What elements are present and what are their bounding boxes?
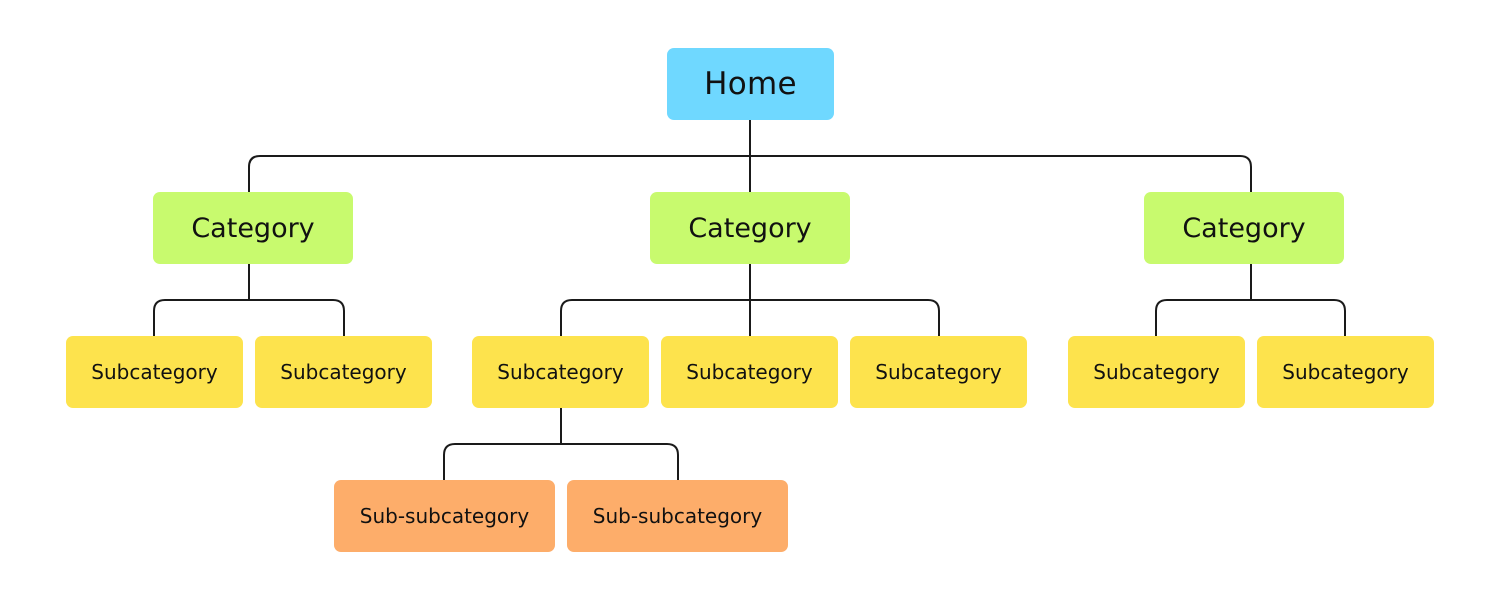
subcategory-node-3-1: Subcategory — [1068, 336, 1245, 408]
connector-category-3-right-branch — [1251, 299, 1346, 336]
connector-category-2-right-branch — [750, 299, 940, 336]
connector-category-1-left-branch — [153, 299, 249, 336]
connector-subcategory-left-branch — [443, 443, 561, 480]
subcategory-node-2-3: Subcategory — [850, 336, 1027, 408]
connector-home-right-branch — [750, 155, 1252, 192]
sub-subcategory-node-1: Sub-subcategory — [334, 480, 555, 552]
category-node-3: Category — [1144, 192, 1344, 264]
subcategory-node-1-1: Subcategory — [66, 336, 243, 408]
category-node-2: Category — [650, 192, 850, 264]
connector-home-left-branch — [248, 155, 750, 192]
connector-category-1-right-branch — [249, 299, 345, 336]
sub-subcategory-node-2: Sub-subcategory — [567, 480, 788, 552]
subcategory-node-2-2: Subcategory — [661, 336, 838, 408]
connector-category-2-left-branch — [560, 299, 750, 336]
connector-subcategory-right-branch — [561, 443, 679, 480]
subcategory-node-2-1: Subcategory — [472, 336, 649, 408]
connector-category-3-left-branch — [1155, 299, 1251, 336]
category-node-1: Category — [153, 192, 353, 264]
home-node: Home — [667, 48, 834, 120]
subcategory-node-1-2: Subcategory — [255, 336, 432, 408]
subcategory-node-3-2: Subcategory — [1257, 336, 1434, 408]
